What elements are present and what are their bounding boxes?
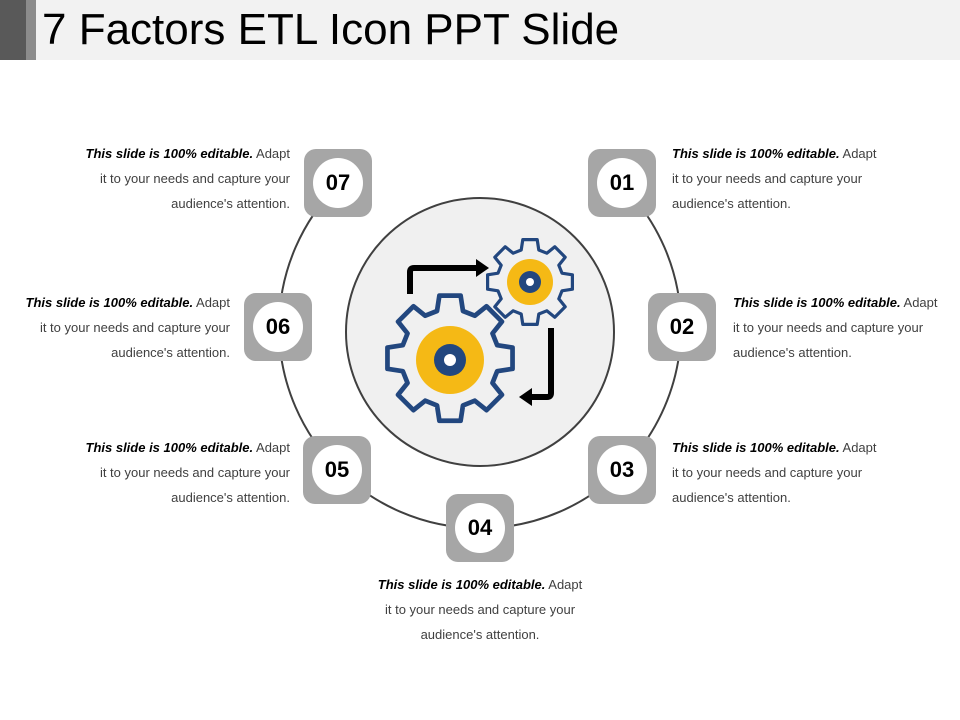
arrow-right-icon (407, 259, 489, 294)
badge-circle: 07 (313, 158, 363, 208)
factor-line: it to your needs and capture your (99, 465, 290, 480)
factor-badge-06: 06 (244, 293, 312, 361)
title-bar: 7 Factors ETL Icon PPT Slide (0, 0, 960, 60)
slide-title: 7 Factors ETL Icon PPT Slide (42, 5, 620, 54)
factor-badge-01: 01 (588, 149, 656, 217)
badge-number: 06 (265, 314, 291, 339)
factor-bold: This slide is 100% editable. (733, 295, 901, 310)
factor-line: audience's attention. (672, 490, 791, 505)
factor-line: it to your needs and capture your (672, 465, 863, 480)
factor-text-07: This slide is 100% editable. Adapt it to… (50, 141, 291, 216)
arrow-left-icon (519, 328, 554, 406)
badge-circle: 03 (597, 445, 647, 495)
factor-line: it to your needs and capture your (384, 602, 576, 617)
badge-circle: 05 (312, 445, 362, 495)
factor-bold: This slide is 100% editable. (672, 146, 840, 161)
factor-text: Adapt (253, 440, 290, 455)
factor-bold: This slide is 100% editable. (85, 440, 254, 455)
badge-circle: 06 (253, 302, 303, 352)
factor-line: it to your needs and capture your (733, 320, 924, 335)
factor-text: Adapt (253, 146, 290, 161)
factor-badge-04: 04 (446, 494, 514, 562)
factor-bold: This slide is 100% editable. (85, 146, 254, 161)
factor-text: Adapt (839, 440, 877, 455)
factor-line: audience's attention. (733, 345, 852, 360)
factor-text: Adapt (839, 146, 877, 161)
factor-text-03: This slide is 100% editable. Adapt it to… (672, 435, 912, 510)
etl-gears-icon (385, 237, 575, 424)
factor-text-06: This slide is 100% editable. Adapt it to… (0, 290, 231, 365)
factor-bold: This slide is 100% editable. (377, 577, 546, 592)
badge-number: 03 (609, 457, 635, 482)
badge-number: 02 (669, 314, 695, 339)
factor-line: it to your needs and capture your (99, 171, 290, 186)
factor-line: audience's attention. (672, 196, 791, 211)
factor-line: audience's attention. (171, 490, 290, 505)
badge-number: 04 (467, 515, 493, 540)
factor-line: it to your needs and capture your (39, 320, 230, 335)
badge-circle: 04 (455, 503, 505, 553)
large-gear-icon (385, 293, 515, 424)
factor-text-05: This slide is 100% editable. Adapt it to… (50, 435, 291, 510)
factor-badge-03: 03 (588, 436, 656, 504)
factor-text: Adapt (545, 577, 583, 592)
factor-text: Adapt (900, 295, 938, 310)
badge-circle: 02 (657, 302, 707, 352)
factor-text: Adapt (193, 295, 230, 310)
factor-line: audience's attention. (111, 345, 230, 360)
title-accent-mid (26, 0, 36, 60)
factor-text-02: This slide is 100% editable. Adapt it to… (733, 290, 960, 365)
factor-line: audience's attention. (171, 196, 290, 211)
factor-badge-07: 07 (304, 149, 372, 217)
badge-number: 07 (325, 170, 351, 195)
title-accent-dark (0, 0, 26, 60)
badge-number: 01 (609, 170, 635, 195)
factor-bold: This slide is 100% editable. (25, 295, 194, 310)
factor-text-04: This slide is 100% editable. Adapt it to… (360, 572, 600, 647)
factor-bold: This slide is 100% editable. (672, 440, 840, 455)
factor-badge-02: 02 (648, 293, 716, 361)
badge-circle: 01 (597, 158, 647, 208)
small-gear-icon (485, 237, 575, 327)
badge-number: 05 (324, 457, 350, 482)
factor-text-01: This slide is 100% editable. Adapt it to… (672, 141, 912, 216)
factor-badge-05: 05 (303, 436, 371, 504)
factor-line: it to your needs and capture your (672, 171, 863, 186)
factor-line: audience's attention. (420, 627, 540, 642)
